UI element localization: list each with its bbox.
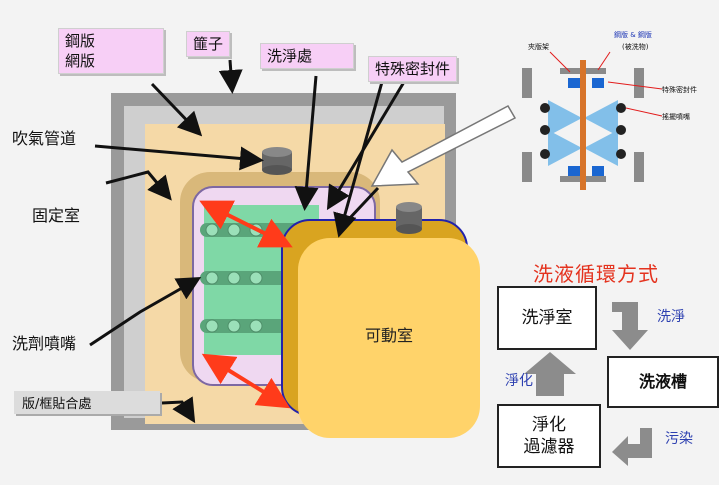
- inset-frame-holder: 夾版架: [528, 43, 549, 51]
- flow-filter: 淨化 過濾器: [497, 404, 601, 468]
- flow-arrow-purify: [524, 352, 576, 396]
- flow-wash-tank: 洗液槽: [607, 356, 719, 408]
- inset-swing-nozzle: 搖擺噴嘴: [662, 113, 690, 121]
- label-frame: 篚子: [186, 31, 231, 57]
- flow-arrow-wash: [612, 302, 648, 350]
- flow-label-wash: 洗淨: [657, 309, 685, 325]
- label-air-duct: 吹氣管道: [12, 129, 77, 148]
- inset-steel-mesh: 鋼版 & 鋼版: [614, 31, 652, 39]
- inset-washed-item: (被洗物): [622, 43, 649, 51]
- label-nozzle: 洗劑噴嘴: [12, 334, 77, 353]
- label-bond-area: 版/框貼合處: [14, 391, 160, 414]
- red-arrow-top: [199, 200, 293, 248]
- label-steel-frame: 鋼版 網版: [58, 28, 164, 74]
- zoom-arrow: [370, 105, 517, 187]
- label-movable-chamber: 可動室: [365, 326, 414, 345]
- label-special-seal: 特殊密封件: [368, 56, 458, 82]
- label-cleaning-area: 洗淨處: [260, 43, 354, 69]
- flow-label-purify: 淨化: [505, 373, 533, 389]
- red-arrow-bottom: [201, 353, 291, 409]
- inset-spray: [548, 100, 618, 166]
- flow-arrow-dirty: [612, 428, 652, 466]
- flow-cleaning-room: 洗淨室: [497, 286, 597, 350]
- label-fixed-chamber: 固定室: [32, 206, 81, 225]
- flow-title: 洗液循環方式: [533, 262, 659, 286]
- inset-special-seal: 特殊密封件: [662, 86, 697, 94]
- flow-label-dirty: 污染: [665, 431, 693, 447]
- movable-chamber: [298, 238, 480, 438]
